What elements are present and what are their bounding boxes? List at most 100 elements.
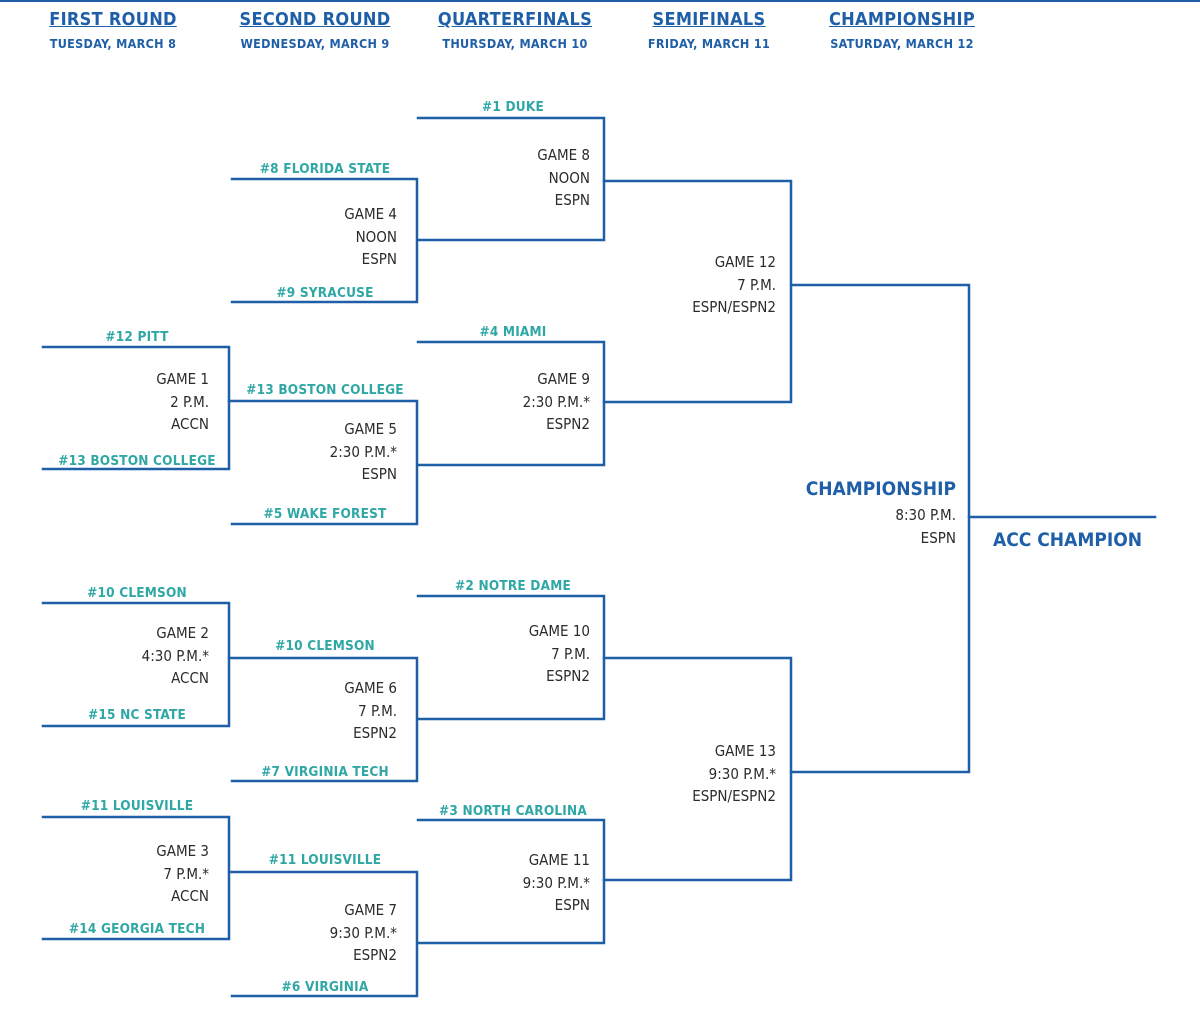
game-time: 9:30 P.M.* bbox=[522, 873, 590, 892]
game-name: GAME 12 bbox=[714, 253, 776, 271]
team-label: #11 LOUISVILLE bbox=[80, 798, 194, 814]
game-name: GAME 9 bbox=[537, 370, 590, 388]
round-header-quarterfinals: QUARTERFINALS THURSDAY, MARCH 10 bbox=[425, 9, 605, 52]
game-time: 7 P.M. bbox=[358, 701, 397, 720]
team-label: #3 NORTH CAROLINA bbox=[439, 803, 587, 819]
round-title: SEMIFINALS bbox=[652, 9, 766, 30]
game-network: ESPN bbox=[554, 896, 590, 914]
team-label: #4 MIAMI bbox=[479, 324, 547, 340]
game-name: GAME 4 bbox=[344, 205, 397, 223]
game-info-1: GAME 1 2 P.M. ACCN bbox=[49, 368, 209, 436]
game-time: 9:30 P.M.* bbox=[329, 923, 397, 942]
game-name: GAME 3 bbox=[156, 842, 209, 860]
game-network: ESPN2 bbox=[546, 415, 590, 433]
round-title: SECOND ROUND bbox=[239, 9, 391, 30]
team-label: #10 CLEMSON bbox=[275, 638, 375, 654]
game-time: 7 P.M. bbox=[737, 275, 776, 294]
team-label: #2 NOTRE DAME bbox=[455, 578, 571, 594]
team-label: #15 NC STATE bbox=[88, 707, 186, 723]
game-network: ESPN bbox=[920, 528, 956, 547]
game-time: 8:30 P.M. bbox=[895, 506, 956, 524]
bracket-connector bbox=[227, 870, 419, 998]
team-label: #13 BOSTON COLLEGE bbox=[58, 453, 216, 469]
game-info-12: GAME 12 7 P.M. ESPN/ESPN2 bbox=[616, 251, 776, 319]
bracket-connector bbox=[602, 179, 793, 404]
game-info-7: GAME 7 9:30 P.M.* ESPN2 bbox=[237, 899, 397, 967]
game-name: GAME 7 bbox=[344, 901, 397, 919]
round-header-first: FIRST ROUND TUESDAY, MARCH 8 bbox=[23, 9, 203, 52]
game-name: GAME 1 bbox=[156, 370, 209, 388]
game-time: 2 P.M. bbox=[170, 392, 209, 411]
team-label: #13 BOSTON COLLEGE bbox=[246, 382, 404, 398]
bracket-connector bbox=[227, 399, 419, 526]
game-network: ESPN/ESPN2 bbox=[692, 298, 776, 316]
game-network: ACCN bbox=[171, 887, 209, 905]
game-info-13: GAME 13 9:30 P.M.* ESPN/ESPN2 bbox=[616, 740, 776, 808]
team-label: #5 WAKE FOREST bbox=[263, 506, 387, 522]
game-info-2: GAME 2 4:30 P.M.* ACCN bbox=[49, 622, 209, 690]
game-time: 2:30 P.M.* bbox=[329, 442, 397, 461]
round-date: TUESDAY, MARCH 8 bbox=[49, 36, 177, 51]
game-name: GAME 11 bbox=[528, 851, 590, 869]
game-time: 9:30 P.M.* bbox=[708, 764, 776, 783]
round-date: WEDNESDAY, MARCH 9 bbox=[240, 36, 390, 51]
game-time: 4:30 P.M.* bbox=[141, 646, 209, 665]
team-label: #1 DUKE bbox=[482, 99, 544, 115]
round-header-second: SECOND ROUND WEDNESDAY, MARCH 9 bbox=[225, 9, 405, 52]
bracket-connector bbox=[41, 601, 231, 728]
bracket-connector bbox=[41, 815, 231, 941]
game-network: ESPN/ESPN2 bbox=[692, 787, 776, 805]
game-network: ESPN bbox=[554, 191, 590, 209]
game-info-11: GAME 11 9:30 P.M.* ESPN bbox=[430, 849, 590, 917]
game-network: ACCN bbox=[171, 415, 209, 433]
acc-champion-label: ACC CHAMPION bbox=[993, 529, 1143, 551]
bracket-connector bbox=[41, 345, 231, 471]
team-label: #11 LOUISVILLE bbox=[268, 852, 382, 868]
game-name: GAME 2 bbox=[156, 624, 209, 642]
game-network: ESPN2 bbox=[353, 946, 397, 964]
game-network: ESPN2 bbox=[353, 724, 397, 742]
round-title: FIRST ROUND bbox=[49, 9, 177, 30]
team-label: #12 PITT bbox=[105, 329, 169, 345]
championship-title: CHAMPIONSHIP bbox=[805, 478, 956, 500]
round-title: QUARTERFINALS bbox=[437, 9, 593, 30]
game-network: ESPN bbox=[361, 250, 397, 268]
game-name: GAME 6 bbox=[344, 679, 397, 697]
round-date: THURSDAY, MARCH 10 bbox=[442, 36, 588, 51]
round-header-semifinals: SEMIFINALS FRIDAY, MARCH 11 bbox=[619, 9, 799, 52]
game-network: ACCN bbox=[171, 669, 209, 687]
game-info-9: GAME 9 2:30 P.M.* ESPN2 bbox=[430, 368, 590, 436]
game-time: NOON bbox=[548, 168, 590, 187]
game-time: NOON bbox=[355, 227, 397, 246]
game-network: ESPN bbox=[361, 465, 397, 483]
bracket-connector bbox=[789, 283, 971, 774]
game-info-10: GAME 10 7 P.M. ESPN2 bbox=[430, 620, 590, 688]
team-label: #8 FLORIDA STATE bbox=[259, 161, 391, 177]
round-header-championship: CHAMPIONSHIP SATURDAY, MARCH 12 bbox=[812, 9, 992, 52]
bracket-connector bbox=[416, 818, 606, 945]
game-name: GAME 13 bbox=[714, 742, 776, 760]
bracket-connector bbox=[416, 116, 606, 242]
team-label: #6 VIRGINIA bbox=[281, 979, 369, 995]
bracket-connector bbox=[602, 656, 793, 882]
game-time: 7 P.M. bbox=[551, 644, 590, 663]
team-label: #7 VIRGINIA TECH bbox=[261, 764, 389, 780]
game-info-4: GAME 4 NOON ESPN bbox=[237, 203, 397, 271]
team-label: #9 SYRACUSE bbox=[276, 285, 374, 301]
game-name: GAME 5 bbox=[344, 420, 397, 438]
game-time: 2:30 P.M.* bbox=[522, 392, 590, 411]
game-info-5: GAME 5 2:30 P.M.* ESPN bbox=[237, 418, 397, 486]
championship-info: 8:30 P.M. ESPN bbox=[796, 504, 956, 549]
game-name: GAME 8 bbox=[537, 146, 590, 164]
round-date: FRIDAY, MARCH 11 bbox=[647, 36, 771, 51]
bracket-connector bbox=[227, 656, 419, 783]
game-time: 7 P.M.* bbox=[163, 864, 209, 883]
bracket-connector bbox=[230, 177, 419, 304]
round-title: CHAMPIONSHIP bbox=[829, 9, 975, 30]
team-label: #10 CLEMSON bbox=[87, 585, 187, 601]
game-name: GAME 10 bbox=[528, 622, 590, 640]
game-network: ESPN2 bbox=[546, 667, 590, 685]
game-info-8: GAME 8 NOON ESPN bbox=[430, 144, 590, 212]
game-info-3: GAME 3 7 P.M.* ACCN bbox=[49, 840, 209, 908]
bracket-connector bbox=[416, 340, 606, 467]
